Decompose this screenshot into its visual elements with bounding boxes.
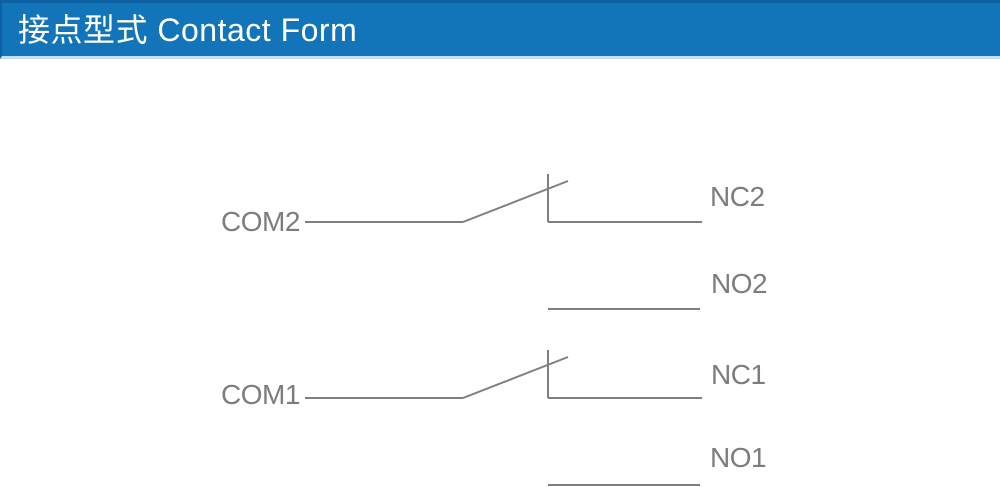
section-header: 接点型式 Contact Form xyxy=(0,0,1000,59)
pole1-armature xyxy=(462,356,569,399)
label-com1: COM1 xyxy=(221,379,300,410)
pole2-armature xyxy=(462,180,569,223)
label-no1: NO1 xyxy=(710,442,767,473)
label-com2: COM2 xyxy=(221,206,300,237)
label-no2: NO2 xyxy=(711,268,768,299)
label-nc1: NC1 xyxy=(711,359,766,390)
label-nc2: NC2 xyxy=(710,181,765,212)
pole1-switch xyxy=(305,350,702,486)
pole2-switch xyxy=(305,174,702,310)
page-title: 接点型式 Contact Form xyxy=(18,11,358,48)
